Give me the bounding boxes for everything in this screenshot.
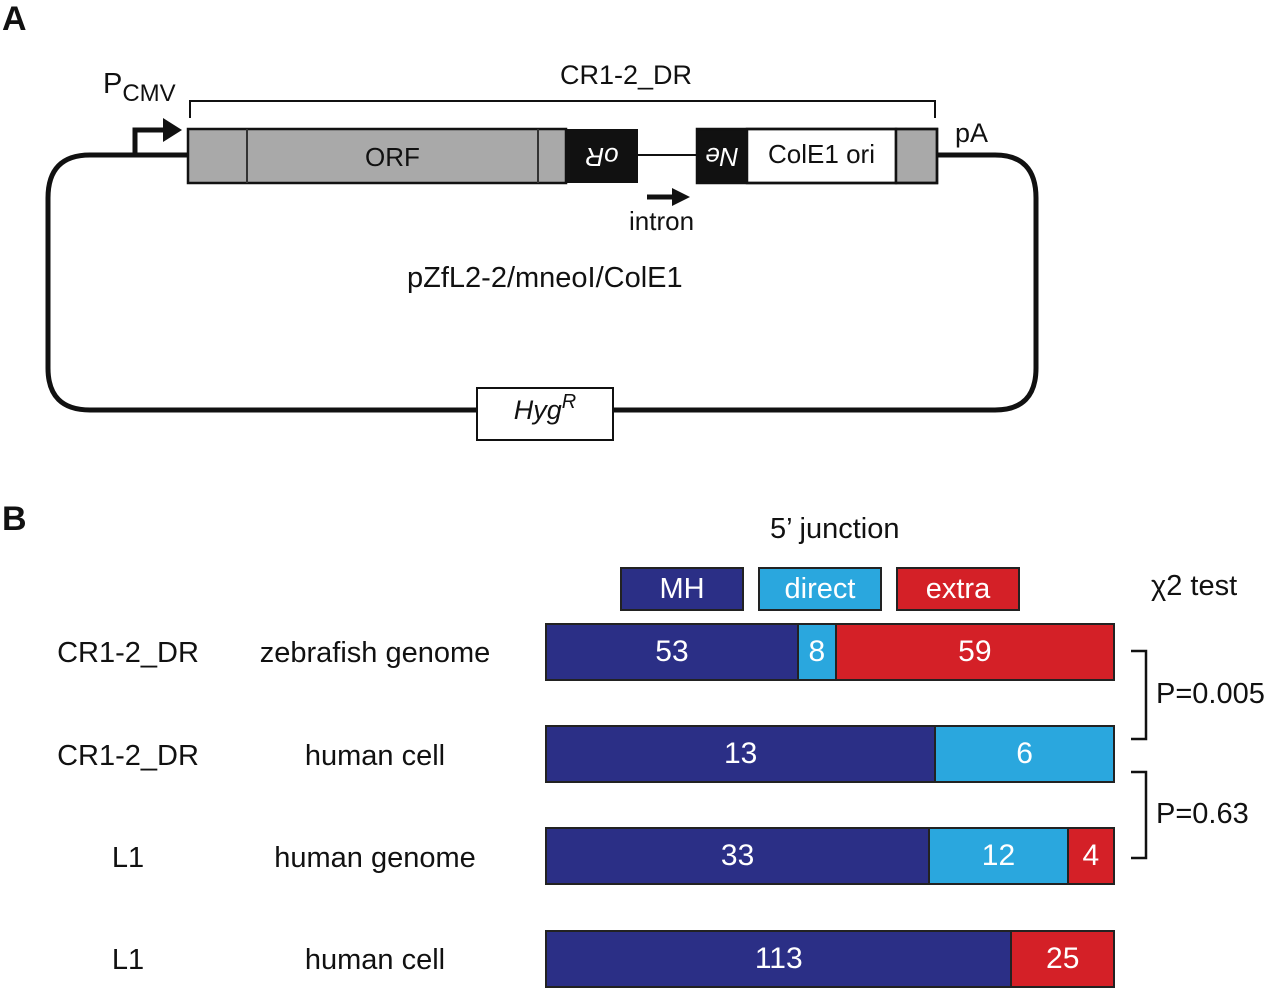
or-block [566,129,638,183]
bar-segment-extra: 59 [834,625,1113,679]
orf-block [186,127,568,185]
bar-segment-mh: 53 [547,625,797,679]
chart-title: 5’ junction [770,513,900,545]
intron-arrowhead [672,188,690,206]
hyg-label: HygR [513,391,577,425]
cole1-label: ColE1 ori [768,139,875,169]
promoter-arrowhead [163,118,182,142]
hyg-box [476,387,614,441]
bar-segment-mh: 33 [547,829,929,883]
panel-a-label: A [2,0,27,38]
test-label: χ2 test [1151,570,1238,602]
legend-extra: extra [896,567,1020,611]
bar-segment-extra: 25 [1010,932,1113,986]
plasmid-backbone [45,152,1039,413]
sig-bracket-1 [1131,649,1148,741]
pvalue-2: P=0.63 [1156,798,1249,830]
row-1-context: zebrafish genome [259,637,491,669]
row-2-context: human cell [304,740,446,772]
row-4-context: human cell [304,944,446,976]
bar-segment-direct: 8 [796,625,835,679]
cr1-bracket [189,100,936,118]
cr1-bracket-label: CR1-2_DR [560,60,693,90]
row-3-context: human genome [274,842,476,874]
pa-label: pA [955,118,989,148]
or-label: oR [585,142,619,172]
row-2-element: CR1-2_DR [57,740,199,772]
legend-mh: MH [620,567,744,611]
ne-block [697,129,747,183]
bar-segment-direct: 6 [934,727,1113,781]
bar-segment-extra: 4 [1066,829,1113,883]
bar-segment-mh: 113 [547,932,1011,986]
bar-segment-mh: 13 [547,727,935,781]
panel-b-label: B [2,500,27,538]
cole1-block [745,127,898,185]
bar-segment-direct: 12 [928,829,1067,883]
row-1-element: CR1-2_DR [57,637,199,669]
sig-bracket-2 [1131,770,1148,860]
end-grey-block [894,127,939,185]
row-4-element: L1 [111,944,145,976]
legend-direct: direct [758,567,882,611]
promoter-arrow [132,127,166,155]
orf-label: ORF [365,142,420,172]
promoter-label: PCMV [103,68,176,107]
pvalue-1: P=0.005 [1156,678,1265,710]
plasmid-name: pZfL2-2/mneoI/ColE1 [407,262,683,294]
row-3-element: L1 [111,842,145,874]
intron-label: intron [629,206,695,236]
ne-label: Ne [705,142,739,172]
